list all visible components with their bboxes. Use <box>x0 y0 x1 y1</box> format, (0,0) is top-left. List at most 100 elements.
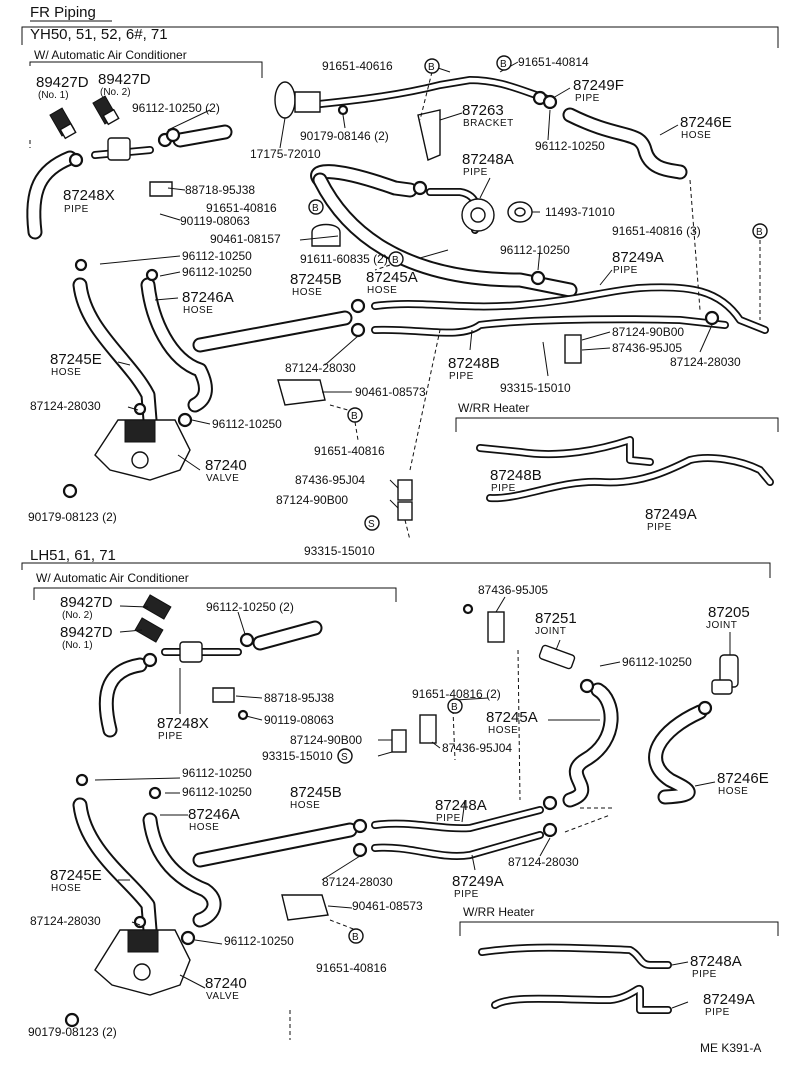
label-87248A-sub: PIPE <box>463 167 488 178</box>
rr-b-label-87248A: 87248A <box>690 953 742 970</box>
rr-b-label-87249A-sub: PIPE <box>705 1007 730 1018</box>
b-label-87246E-sub: HOSE <box>718 786 748 797</box>
badge-b-40816a: B <box>308 199 324 215</box>
badge-b-40816-2: B <box>447 698 463 714</box>
gasket-11493 <box>507 201 533 223</box>
svg-text:B: B <box>428 62 435 73</box>
svg-text:S: S <box>341 752 348 763</box>
b-label-91651-40816: 91651-40816 <box>316 961 387 975</box>
top-ac-box-label: W/ Automatic Air Conditioner <box>34 48 187 62</box>
b-label-87436-95J04: 87436-95J04 <box>442 741 512 755</box>
b-label-88718: 88718-95J38 <box>264 691 334 705</box>
label-90461-08157: 90461-08157 <box>210 232 281 246</box>
label-91651-40816-3: 91651-40816 (3) <box>612 224 701 238</box>
top-labels: 89427D (No. 1) 89427D (No. 2) 96112-1025… <box>28 55 741 558</box>
clip-87436-95J05-b <box>487 611 505 643</box>
b-label-87245B-sub: HOSE <box>290 800 320 811</box>
b-label-87245A-sub: HOSE <box>488 725 518 736</box>
label-89427D-no1-sub: (No. 1) <box>38 90 69 101</box>
b-label-96112-c: 96112-10250 <box>182 785 252 799</box>
b-label-87245A: 87245A <box>486 709 538 726</box>
bottom-badges: B S B <box>337 698 463 944</box>
label-87124-90B00-b: 87124-90B00 <box>276 493 348 507</box>
b-label-89427D-no1-sub: (No. 1) <box>62 640 93 651</box>
label-91651-40814: 91651-40814 <box>518 55 589 69</box>
bottom-rr-heater: W/RR Heater 87248A PIPE 87249A PIPE <box>459 905 779 1018</box>
b-label-96112-d: 96112-10250 <box>224 934 294 948</box>
b-label-89427D-no2: 89427D <box>60 594 113 611</box>
sensor-89427D-no1 <box>49 107 77 140</box>
label-87245A: 87245A <box>366 269 418 286</box>
clip-87124-90B00 <box>397 501 413 521</box>
b-label-87246A-sub: HOSE <box>189 822 219 833</box>
label-91611: 91611-60835 (2) <box>300 252 388 266</box>
svg-text:B: B <box>451 702 458 713</box>
valve-87240 <box>94 419 191 481</box>
label-87249F-sub: PIPE <box>575 93 600 104</box>
label-87124-28030-b: 87124-28030 <box>670 355 741 369</box>
clip-87124-90B00-b <box>391 729 407 753</box>
b-label-96112-b: 96112-10250 <box>182 766 252 780</box>
gasket-17175 <box>274 81 296 119</box>
sensor-89427D-no1-b <box>134 617 164 643</box>
label-96112-10250-2: 96112-10250 (2) <box>132 101 220 115</box>
rr-b-label-87249A: 87249A <box>703 991 755 1008</box>
label-91651-40816-a: 91651-40816 <box>206 201 277 215</box>
top-rr-box-label: W/RR Heater <box>458 401 529 415</box>
label-90461-08573: 90461-08573 <box>355 385 426 399</box>
rr-b-label-87248A-sub: PIPE <box>692 969 717 980</box>
label-90119: 90119-08063 <box>180 214 250 228</box>
label-93315-a: 93315-15010 <box>500 381 571 395</box>
b-label-87205-sub: JOINT <box>706 620 737 631</box>
bottom-pipes <box>371 806 544 860</box>
b-label-89427D-no2-sub: (No. 2) <box>62 610 93 621</box>
b-label-87240-sub: VALVE <box>206 991 239 1002</box>
b-label-87124-28030-b: 87124-28030 <box>322 875 393 889</box>
label-96112-a: 96112-10250 <box>182 249 252 263</box>
top-rr-heater: W/RR Heater 87248B PIPE 87249A PIPE <box>455 401 779 533</box>
label-87246A-sub: HOSE <box>183 305 213 316</box>
pipe-87248X-b <box>161 641 242 663</box>
label-91651-40616: 91651-40616 <box>322 59 393 73</box>
label-89427D-no2-sub: (No. 2) <box>100 87 131 98</box>
label-87263-sub: BRACKET <box>463 118 514 129</box>
b-label-90179-08123: 90179-08123 (2) <box>28 1025 117 1039</box>
bottom-labels: 89427D (No. 2) 89427D (No. 1) 96112-1025… <box>28 583 769 1039</box>
bottom-ac-box-label: W/ Automatic Air Conditioner <box>36 571 189 585</box>
clip-87436-95J04 <box>397 479 413 501</box>
svg-text:B: B <box>392 255 399 266</box>
bottom-components <box>94 594 739 996</box>
label-87124-28030-c: 87124-28030 <box>285 361 356 375</box>
pipe-87248X <box>91 137 154 161</box>
label-87436-95J04: 87436-95J04 <box>295 473 365 487</box>
rr-label-87248B: 87248B <box>490 467 542 484</box>
svg-text:B: B <box>500 59 507 70</box>
label-96112-b: 96112-10250 <box>182 265 252 279</box>
footer-code: ME K391-A <box>700 1041 761 1055</box>
label-87245E: 87245E <box>50 351 102 368</box>
label-11493: 11493-71010 <box>545 205 615 219</box>
clip-87436-95J05-top <box>564 334 582 364</box>
b-label-87245E-sub: HOSE <box>51 883 81 894</box>
b-label-87246A: 87246A <box>188 806 240 823</box>
top-hoses <box>26 107 688 428</box>
b-label-87248A-sub: PIPE <box>436 813 461 824</box>
joint-87251 <box>538 644 576 670</box>
label-90179-08146: 90179-08146 (2) <box>300 129 389 143</box>
badge-b-40814: B <box>496 55 512 71</box>
bottom-clamps <box>64 603 713 1028</box>
bottom-rr-box-label: W/RR Heater <box>463 905 534 919</box>
label-87240: 87240 <box>205 457 247 474</box>
label-90179-08123: 90179-08123 (2) <box>28 510 117 524</box>
label-89427D-no2: 89427D <box>98 71 151 88</box>
badge-b-60835: B <box>388 251 404 267</box>
label-87245B-sub: HOSE <box>292 287 322 298</box>
clip-87436-95J04-b <box>419 714 437 744</box>
svg-text:B: B <box>351 411 358 422</box>
b-label-87246E: 87246E <box>717 770 769 787</box>
clamp-90461-08157 <box>311 223 341 247</box>
svg-text:B: B <box>756 227 763 238</box>
rr-label-87248B-sub: PIPE <box>491 483 516 494</box>
sensor-89427D-no2 <box>92 95 120 126</box>
label-87248B: 87248B <box>448 355 500 372</box>
